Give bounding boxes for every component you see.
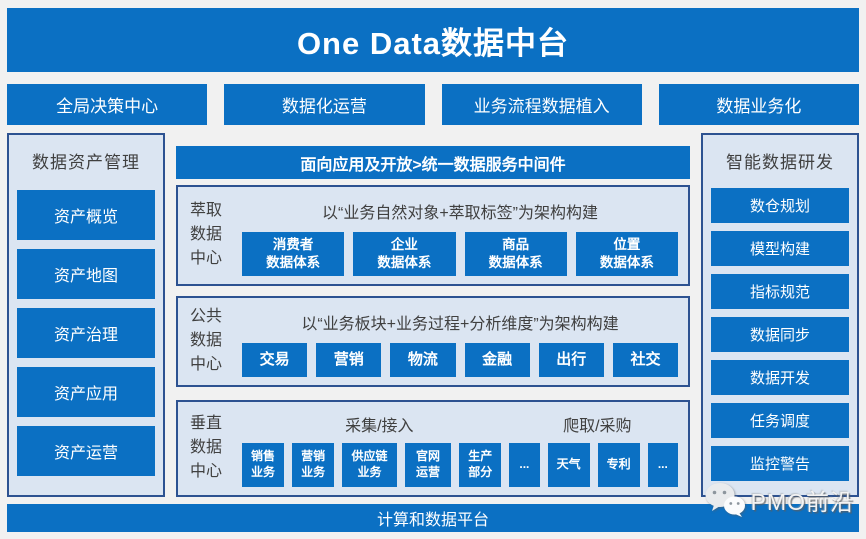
collect-access-header: 采集/接入 [345,418,414,435]
compute-and-data-platform-bar: 计算和数据平台 [7,504,859,532]
marketing-button[interactable]: 营销 [316,343,382,377]
sales-business-button[interactable]: 销售 业务 [242,443,285,487]
metric-specification-button[interactable]: 指标规范 [711,274,849,309]
top-nav-data-operation[interactable]: 数据化运营 [224,84,425,125]
data-asset-management-panel: 数据资产管理 资产概览 资产地图 资产治理 资产应用 资产运营 [7,133,165,497]
supply-chain-business-button[interactable]: 供应链 业务 [342,443,397,487]
monitoring-alert-button[interactable]: 监控警告 [711,446,849,481]
crawl-purchase-header: 爬取/采购 [563,418,632,435]
location-data-system-button[interactable]: 位置 数据体系 [575,232,678,276]
data-sync-button[interactable]: 数据同步 [711,317,849,352]
task-scheduling-button[interactable]: 任务调度 [711,403,849,438]
intelligent-data-rd-panel: 智能数据研发 数仓规划 模型构建 指标规范 数据同步 数据开发 任务调度 监控警… [701,133,859,497]
extract-data-center-label: 萃取 数据 中心 [190,201,223,267]
enterprise-data-system-button[interactable]: 企业 数据体系 [353,232,456,276]
weather-button[interactable]: 天气 [547,443,590,487]
marketing-business-button[interactable]: 营销 业务 [292,443,335,487]
wechat-icon [705,483,745,517]
warehouse-planning-button[interactable]: 数仓规划 [711,188,849,223]
asset-governance-button[interactable]: 资产治理 [17,308,155,358]
official-site-operation-button[interactable]: 官网 运营 [404,443,452,487]
patent-button[interactable]: 专利 [597,443,640,487]
common-data-center-label: 公共 数据 中心 [190,307,223,373]
vertical-data-center-box: 垂直 数据 中心 采集/接入 爬取/采购 销售 业务 营销 业务 供应链 业务 … [176,400,690,497]
extract-data-center-box: 萃取 数据 中心 以“业务自然对象+萃取标签”为架构构建 消费者 数据体系 企业… [176,185,690,286]
top-nav-data-businessization[interactable]: 数据业务化 [658,84,859,125]
asset-overview-button[interactable]: 资产概览 [17,190,155,240]
middle-column: 面向应用及开放>统一数据服务中间件 萃取 数据 中心 以“业务自然对象+萃取标签… [176,133,690,497]
vertical-data-center-label: 垂直 数据 中心 [190,414,223,480]
watermark-text: PMO前沿 [750,489,854,515]
social-button[interactable]: 社交 [612,343,679,377]
left-panel-items: 资产概览 资产地图 资产治理 资产应用 资产运营 [9,190,163,476]
asset-application-button[interactable]: 资产应用 [17,367,155,417]
common-center-architecture-title: 以“业务板块+业务过程+分析维度”为架构构建 [301,316,619,333]
top-nav-business-process-data[interactable]: 业务流程数据植入 [441,84,642,125]
top-nav-global-decision-center[interactable]: 全局决策中心 [7,84,208,125]
trade-button[interactable]: 交易 [242,343,308,377]
watermark: PMO前沿 [704,482,854,518]
consumer-data-system-button[interactable]: 消费者 数据体系 [242,232,345,276]
more-external-sources-button[interactable]: ... [647,443,678,487]
production-part-button[interactable]: 生产 部分 [459,443,502,487]
page-title: One Data数据中台 [7,8,859,72]
commodity-data-system-button[interactable]: 商品 数据体系 [464,232,567,276]
right-panel-items: 数仓规划 模型构建 指标规范 数据同步 数据开发 任务调度 监控警告 [703,188,857,481]
data-development-button[interactable]: 数据开发 [711,360,849,395]
logistics-button[interactable]: 物流 [390,343,456,377]
asset-map-button[interactable]: 资产地图 [17,249,155,299]
more-internal-sources-button[interactable]: ... [509,443,540,487]
extract-center-architecture-title: 以“业务自然对象+萃取标签”为架构构建 [321,205,598,222]
left-panel-title: 数据资产管理 [32,153,140,172]
top-nav: 全局决策中心 数据化运营 业务流程数据植入 数据业务化 [7,84,859,125]
asset-operation-button[interactable]: 资产运营 [17,426,155,476]
finance-button[interactable]: 金融 [464,343,530,377]
right-panel-title: 智能数据研发 [726,153,834,172]
model-building-button[interactable]: 模型构建 [711,231,849,266]
travel-button[interactable]: 出行 [538,343,604,377]
common-data-center-box: 公共 数据 中心 以“业务板块+业务过程+分析维度”为架构构建 交易 营销 物流… [176,296,690,387]
unified-data-service-bar: 面向应用及开放>统一数据服务中间件 [176,146,690,179]
